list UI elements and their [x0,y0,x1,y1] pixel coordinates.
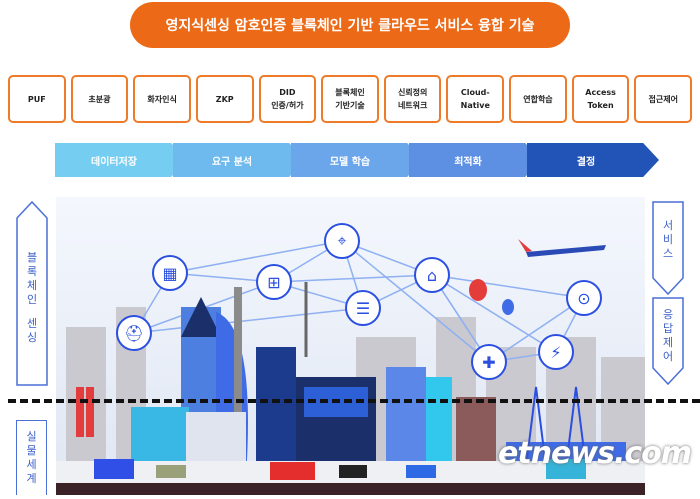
tech-box-label: PUF [27,94,46,104]
label-char: 답 [662,322,674,335]
tech-box-label-2: Token [587,101,614,110]
label-char: 서 [662,219,674,232]
dashed-divider [8,399,700,403]
tech-box-label: DID [279,88,296,97]
label-char: 어 [662,350,674,363]
server-icon: ☰ [345,290,381,326]
tech-box-did: DID 인증/허가 [258,75,317,123]
tech-box-label: 블록체인 [335,88,365,97]
label-char: 계 [26,472,37,485]
tech-box-label-2: 네트워크 [397,101,428,110]
tech-box-hyperspectral: 초분광 [70,75,129,123]
label-char: 록 [26,265,38,278]
step-decision: 결정 [527,143,659,177]
process-flow: 데이터저장 요구 분석 모델 학습 최적화 결정 [55,143,659,177]
tech-box-label: Access [585,88,616,97]
building-icon: ▦ [152,255,188,291]
tech-box-federated-learning: 연합학습 [509,75,567,123]
helmet-icon: ⛑ [116,315,152,351]
tech-box-label: 접근제어 [648,94,678,104]
tech-box-zkp: ZKP [195,75,254,123]
up-arrow-frame [16,200,48,386]
label-char: 블 [26,251,38,264]
label-char: 비 [662,233,674,246]
step-model-training: 모델 학습 [291,143,423,177]
step-optimization: 최적화 [409,143,541,177]
label-char: 응 [662,308,674,321]
step-requirement-analysis: 요구 분석 [173,143,305,177]
airplane [518,239,606,257]
step-data-storage: 데이터저장 [55,143,187,177]
diagram-title: 영지식센싱 암호인증 블록체인 기반 클라우드 서비스 융합 기술 [130,2,570,48]
tech-box-label: 초분광 [88,94,111,104]
tech-box-label: 신뢰정의 [397,88,428,97]
city-icon: ⌂ [414,257,450,293]
tech-box-label: 연합학습 [523,94,553,104]
road-base [56,483,645,495]
label-char: 스 [662,247,674,260]
tech-box-access-control: 접근제어 [634,75,693,123]
hot-air-balloon [502,299,514,315]
blocks-icon: ⊞ [256,264,292,300]
tech-box-label: ZKP [215,94,234,104]
label-char: 인 [26,293,38,306]
tech-box-label: Cloud- [460,88,490,97]
tech-box-label: 화자인식 [147,94,177,104]
tech-box-speaker-recognition: 화자인식 [133,75,191,123]
label-char: 물 [26,444,37,457]
label-char: 체 [26,279,38,292]
label-char: 싱 [26,331,38,344]
tech-box-label-2: 기반기술 [335,101,365,110]
label-char: 실 [26,430,37,443]
hot-air-balloon [469,279,487,301]
down-arrow-frame [652,201,684,386]
tech-box-puf: PUF [8,75,66,123]
buildings [76,282,626,477]
etnews-watermark: etnews.com [498,436,692,471]
lightning-icon: ⚡ [538,334,574,370]
location-pin-icon: ⊙ [566,280,602,316]
label-char: 제 [662,336,674,349]
label-char: 센 [26,317,38,330]
tech-box-label-2: Native [460,101,490,110]
label-char: 세 [26,458,37,471]
medical-kit-icon: ✚ [471,344,507,380]
vehicles [94,459,586,480]
tech-box-label-2: 인증/허가 [271,101,304,110]
map-pin-book-icon: ⌖ [324,223,360,259]
tech-box-cloud-native: Cloud- Native [446,75,505,123]
